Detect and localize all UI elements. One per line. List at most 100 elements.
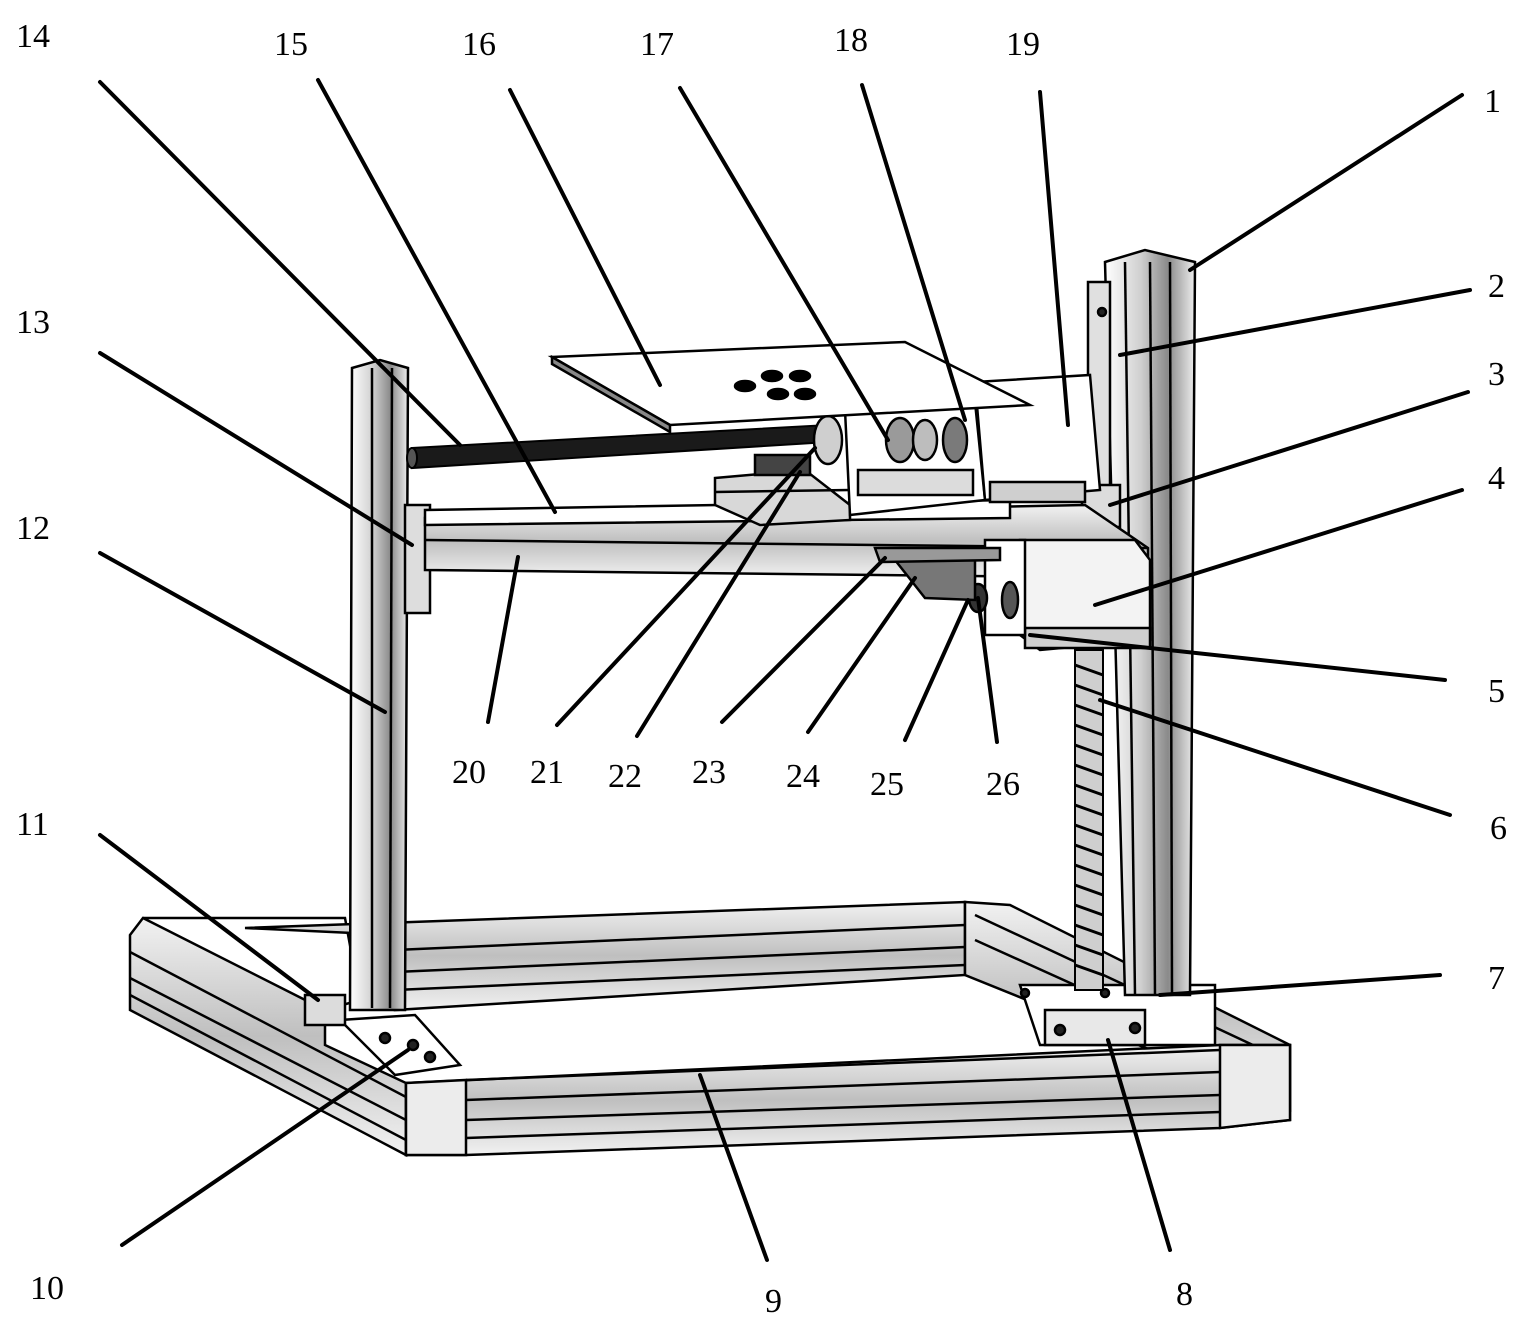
- leader-20: [486, 555, 520, 724]
- callout-23: 23: [692, 754, 726, 791]
- front-left-endcap: [404, 1078, 468, 1157]
- bearing-17: [884, 416, 916, 464]
- callout-13: 13: [16, 304, 50, 341]
- leader-9: [698, 1073, 769, 1262]
- left-column-body: [348, 358, 410, 1012]
- callout-1: 1: [1484, 83, 1501, 120]
- leader-4: [1093, 488, 1464, 607]
- leader-14: [98, 80, 462, 447]
- slide-block-edge: [714, 488, 851, 494]
- leader-12: [98, 551, 387, 714]
- callout-9: 9: [765, 1283, 782, 1320]
- front-rail-groove: [465, 1110, 1221, 1140]
- callout-3: 3: [1488, 356, 1505, 393]
- right-column-edge: [1168, 261, 1174, 996]
- leader-22: [635, 470, 802, 738]
- leader-18: [860, 83, 967, 422]
- callout-12: 12: [16, 510, 50, 547]
- callout-25: 25: [870, 766, 904, 803]
- leader-16: [508, 88, 662, 387]
- front-rail-groove: [465, 1093, 1221, 1122]
- callout-7: 7: [1488, 960, 1505, 997]
- front-rail-groove: [465, 1048, 1221, 1082]
- bearing-base: [856, 468, 975, 497]
- left-rail-groove: [129, 950, 407, 1099]
- platform-hole: [760, 369, 784, 383]
- front-right-endcap: [1218, 1043, 1292, 1130]
- callout-5: 5: [1488, 673, 1505, 710]
- platform-hole: [766, 387, 790, 401]
- leader-24: [806, 576, 917, 734]
- rear-rail-groove: [394, 963, 966, 992]
- leader-7: [1158, 973, 1442, 997]
- right-column-edge: [1148, 261, 1157, 996]
- callout-19: 19: [1006, 26, 1040, 63]
- bracket-hole: [378, 1031, 392, 1045]
- left-rail-groove: [129, 976, 407, 1122]
- callout-18: 18: [834, 22, 868, 59]
- leader-23: [720, 556, 887, 724]
- left-column-edge: [388, 367, 394, 1009]
- leader-3: [1108, 390, 1470, 507]
- carriage-assembly: [547, 340, 1102, 527]
- leader-15: [316, 78, 557, 514]
- callout-21: 21: [530, 754, 564, 791]
- callout-10: 10: [30, 1270, 64, 1307]
- bearing-18b: [941, 416, 969, 464]
- leader-17: [678, 86, 890, 442]
- callout-11: 11: [16, 806, 49, 843]
- platform-edge: [550, 354, 672, 435]
- leader-13: [98, 351, 414, 547]
- front-base-rail: [404, 1043, 1292, 1157]
- callout-26: 26: [986, 766, 1020, 803]
- leader-lines: [98, 78, 1472, 1262]
- drive-shaft-24: [892, 558, 977, 602]
- leader-8: [1106, 1038, 1172, 1252]
- motor-block-base: [988, 480, 1087, 504]
- motor-assembly: [873, 538, 1152, 652]
- leader-2: [1118, 288, 1472, 357]
- leader-11: [98, 833, 320, 1002]
- bracket-hole: [1128, 1021, 1142, 1035]
- bearing-18: [911, 418, 939, 462]
- leader-26: [976, 596, 999, 744]
- base-frame: [128, 900, 1292, 1158]
- platform-hole: [788, 369, 812, 383]
- leader-1: [1188, 93, 1464, 272]
- bracket-hole: [406, 1038, 420, 1052]
- callout-17: 17: [640, 26, 674, 63]
- left-rail-groove: [129, 993, 407, 1142]
- drive-plate-23: [873, 546, 1002, 564]
- leader-6: [1098, 698, 1452, 817]
- leader-21: [555, 446, 817, 727]
- callout-4: 4: [1488, 460, 1505, 497]
- rear-rail-groove: [394, 945, 966, 974]
- leader-10: [120, 1048, 410, 1247]
- callout-2: 2: [1488, 268, 1505, 305]
- bracket-hole: [1053, 1023, 1067, 1037]
- left-mount-block: [303, 993, 347, 1027]
- leader-25: [903, 598, 970, 742]
- callout-15: 15: [274, 26, 308, 63]
- callout-24: 24: [786, 758, 820, 795]
- platform-hole: [733, 379, 757, 393]
- lead-screw-vertical: [1074, 649, 1104, 991]
- callout-16: 16: [462, 26, 496, 63]
- guide-plate-hole: [1096, 306, 1108, 318]
- rear-rail-groove: [394, 923, 966, 952]
- bracket-hole: [1019, 987, 1031, 999]
- callout-22: 22: [608, 758, 642, 795]
- front-rail-groove: [465, 1070, 1221, 1102]
- bracket-hole: [423, 1050, 437, 1064]
- leader-19: [1038, 90, 1070, 427]
- callout-20: 20: [452, 754, 486, 791]
- callout-8: 8: [1176, 1276, 1193, 1313]
- coupler: [812, 414, 844, 466]
- gear-26: [1000, 580, 1020, 620]
- leader-5: [1028, 633, 1447, 682]
- callout-14: 14: [16, 18, 50, 55]
- callout-6: 6: [1490, 810, 1507, 847]
- platform-hole: [793, 387, 817, 401]
